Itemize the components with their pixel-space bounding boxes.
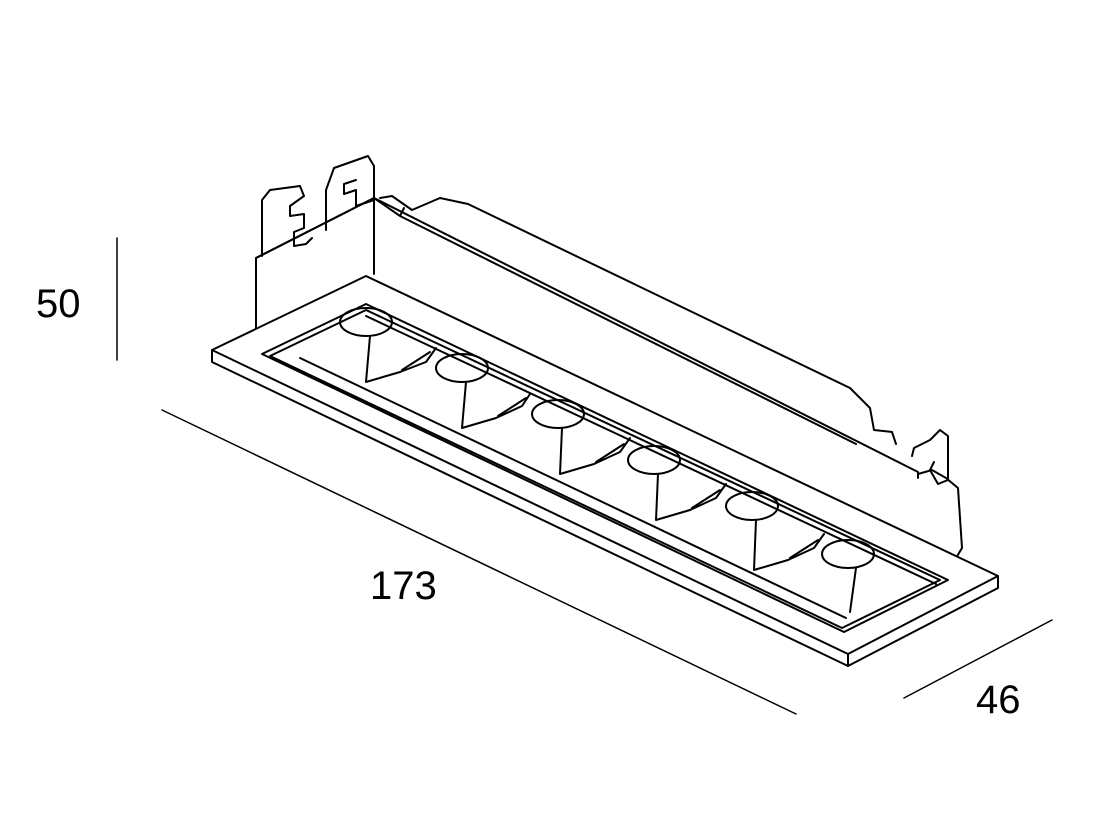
mounting-clip-right — [911, 429, 963, 559]
led-cup-6 — [821, 539, 875, 613]
mounting-clip-left — [261, 185, 313, 257]
dimension-line-width — [903, 619, 1053, 699]
trim-inner-edge — [269, 309, 941, 629]
trim-frame — [211, 275, 999, 667]
dimension-length-label: 173 — [370, 564, 437, 608]
led-array — [339, 307, 875, 613]
led-cup-1 — [339, 307, 437, 383]
trim-outer-edge — [211, 349, 999, 667]
trim-outer — [211, 275, 999, 667]
dimension-height-label: 50 — [36, 282, 81, 326]
led-cup-2 — [435, 353, 531, 429]
trim-inner-opening — [261, 303, 949, 633]
housing-rear-edge — [379, 195, 897, 445]
dimension-line-length — [161, 409, 797, 715]
housing-top-edge — [373, 197, 857, 445]
housing-body — [255, 155, 963, 559]
led-cup-4 — [627, 445, 727, 521]
led-cup-5 — [725, 491, 825, 571]
dimension-width-label: 46 — [976, 678, 1021, 722]
housing-front-face — [255, 197, 375, 333]
led-cup-3 — [531, 399, 631, 475]
reflector-rail — [299, 315, 937, 619]
